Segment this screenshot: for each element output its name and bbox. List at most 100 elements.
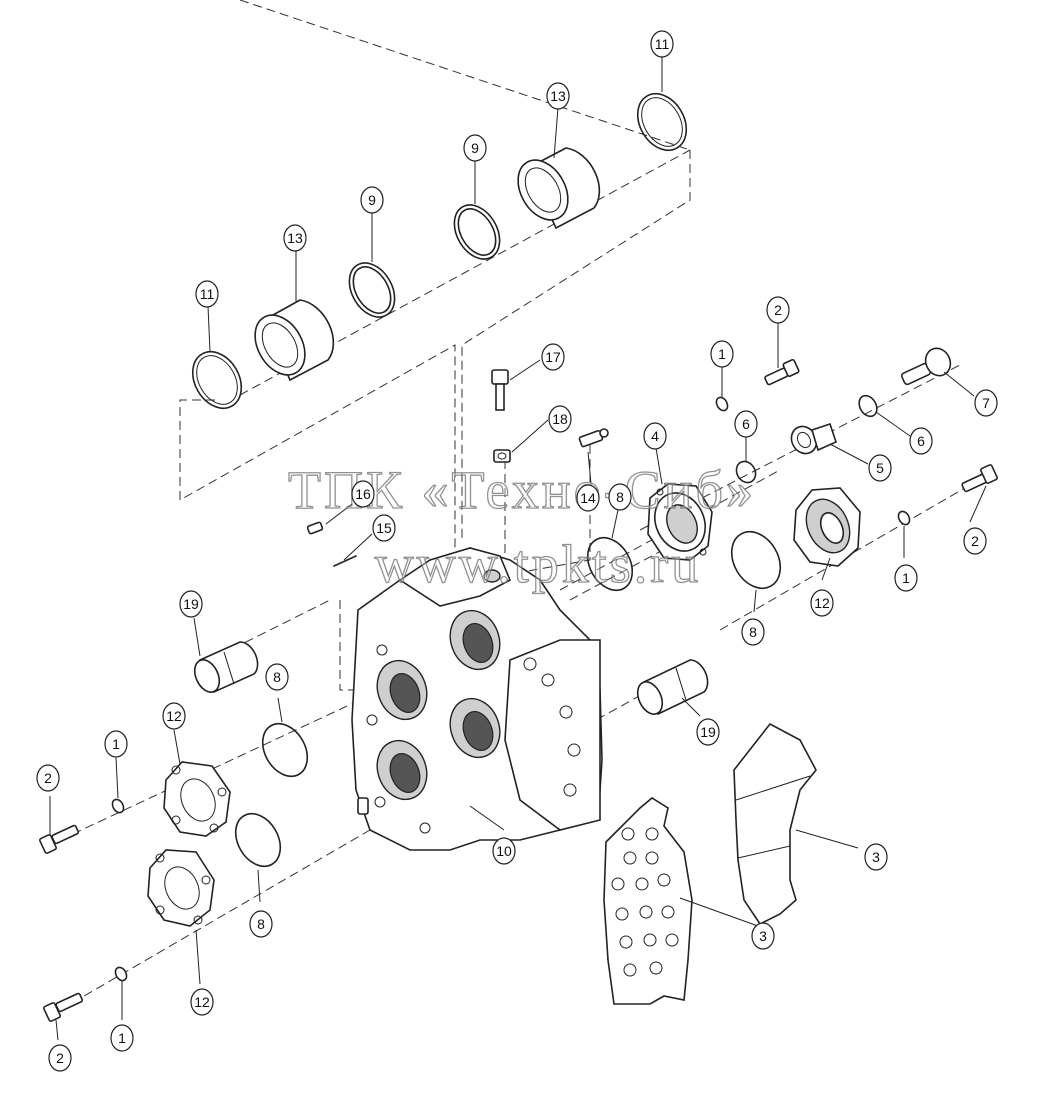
callout-12: 12 [190,988,214,1016]
seal-ring-11-right [636,92,688,152]
callout-text: 9 [368,192,376,208]
callout-text: 5 [876,460,884,476]
callout-text: 8 [616,489,624,505]
elbow-fitting-5 [790,422,837,455]
callout-2: 2 [766,296,790,324]
o-ring-8-left-upper [261,722,309,778]
callout-6: 6 [909,427,933,455]
callout-text: 7 [982,395,990,411]
bolt-2-right [961,464,998,493]
callout-text: 19 [183,596,199,612]
callout-8: 8 [249,910,273,938]
callout-2: 2 [36,764,60,792]
callout-text: 6 [917,433,925,449]
flange-cover-12-right [793,487,861,567]
o-ring-8-right [730,530,782,590]
o-ring-8-center [586,536,634,592]
leader-lines [49,56,987,1041]
callout-text: 9 [471,140,479,156]
callout-9: 9 [360,186,384,214]
bolt-2-upper [764,358,800,386]
callout-text: 13 [287,230,303,246]
spring-pin-15 [333,555,357,567]
callout-18: 18 [548,405,572,433]
callout-text: 3 [759,928,767,944]
callout-4: 4 [643,422,667,450]
callout-12: 12 [162,702,186,730]
washer-1-left-upper [111,798,125,814]
o-ring-6-upper [858,394,878,418]
callout-text: 12 [814,595,830,611]
callout-1: 1 [110,1024,134,1052]
callout-text: 4 [651,428,659,444]
callout-text: 1 [718,346,726,362]
o-ring-8-left-lower [234,812,282,868]
callout-3: 3 [864,843,888,871]
caliper-housing-10 [351,547,603,851]
bolt-2-left-lower [43,992,84,1022]
callout-text: 12 [194,994,210,1010]
callout-text: 14 [580,490,596,506]
callout-13: 13 [546,82,570,110]
callout-text: 16 [355,486,371,502]
nut-18 [493,449,511,463]
callout-text: 8 [273,669,281,685]
callout-text: 2 [44,770,52,786]
flange-cover-12-left-upper [163,761,231,837]
watermark: ТПК «Техно-Сиб» www.tpkts.ru [287,459,753,594]
callout-text: 1 [902,570,910,586]
o-ring-9-right [453,204,501,260]
callout-text: 3 [872,849,880,865]
callout-1: 1 [710,340,734,368]
brake-pad-3-backplate [603,797,693,1005]
callout-12: 12 [810,589,834,617]
seal-ring-11-left [191,350,243,410]
callout-13: 13 [283,224,307,252]
callout-3: 3 [751,922,775,950]
callout-5: 5 [868,454,892,482]
callout-text: 17 [545,349,561,365]
callout-11: 11 [195,280,219,308]
callout-text: 1 [112,736,120,752]
callout-2: 2 [963,527,987,555]
bushing-13-left [254,299,335,382]
callout-10: 10 [492,837,516,865]
callout-text: 8 [257,916,265,932]
callout-9: 9 [463,134,487,162]
grease-nipple-14 [578,428,609,448]
callout-8: 8 [265,663,289,691]
bolt-2-left-upper [39,824,80,854]
guide-pin-19-right [636,659,709,716]
callout-2: 2 [48,1044,72,1072]
callout-1: 1 [104,730,128,758]
callout-19: 19 [696,718,720,746]
callout-14: 14 [576,484,600,512]
bushing-13-right [517,147,601,230]
callout-text: 10 [496,843,512,859]
callout-11: 11 [650,30,674,58]
plug-16 [306,521,324,535]
callout-1: 1 [894,564,918,592]
callout-6: 6 [734,410,758,438]
callout-text: 2 [774,302,782,318]
callout-8: 8 [608,483,632,511]
callout-text: 2 [971,533,979,549]
callout-text: 12 [166,708,182,724]
callout-16: 16 [351,480,375,508]
callout-text: 8 [749,624,757,640]
callout-text: 11 [655,36,670,52]
bolt-17 [491,369,509,411]
guide-pin-19-left [193,641,259,694]
callout-text: 15 [376,520,392,536]
washer-1-right [897,510,911,526]
callout-text: 1 [118,1030,126,1046]
washer-1-left-lower [114,966,128,982]
callout-labels: 11 13 9 9 13 11 2 1 17 18 4 6 7 6 5 16 1… [36,30,998,1072]
callout-text: 18 [552,411,568,427]
banjo-bolt-7 [900,347,952,386]
callout-text: 6 [742,416,750,432]
brake-pad-3-friction [733,722,817,926]
callout-text: 2 [56,1050,64,1066]
callout-17: 17 [541,343,565,371]
